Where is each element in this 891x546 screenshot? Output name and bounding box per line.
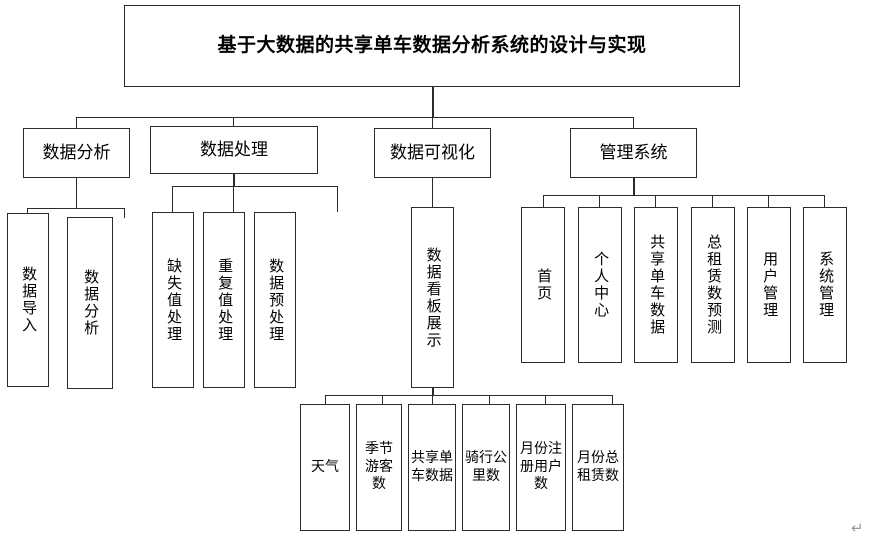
node-label: 天气 <box>311 459 339 475</box>
connector-drop-data-import <box>27 208 28 214</box>
node-label: 数据预处理 <box>267 257 284 343</box>
connector-drop-monthly-register <box>545 395 546 404</box>
paragraph-mark-icon: ↵ <box>851 519 864 537</box>
connector-level2-bus <box>76 117 634 118</box>
node-label: 数据分析 <box>42 142 111 162</box>
connector-drop-management <box>633 117 634 128</box>
node-label: 基于大数据的共享单车数据分析系统的设计与实现 <box>217 34 647 56</box>
node-system-management[interactable]: 系统管理 <box>803 207 847 363</box>
node-label: 月份总租赁数 <box>577 451 619 484</box>
node-data-analysis-leaf[interactable]: 数据分析 <box>67 217 113 389</box>
connector-drop-profile-center <box>599 195 600 207</box>
node-label: 骑行公里数 <box>465 451 507 484</box>
node-data-import[interactable]: 数据导入 <box>7 213 49 387</box>
connector-root-trunk <box>432 87 434 118</box>
node-data-analysis[interactable]: 数据分析 <box>23 128 130 178</box>
connector-drop-visualization <box>432 117 433 128</box>
node-label: 管理系统 <box>599 142 668 162</box>
node-label: 总租赁数预测 <box>705 234 722 336</box>
node-shared-bike-data[interactable]: 共享单车数据 <box>408 404 456 531</box>
connector-dashboard-bus <box>325 395 613 396</box>
node-weather[interactable]: 天气 <box>300 404 350 531</box>
connector-drop-shared-bike-data <box>432 395 433 404</box>
connector-drop-data-analysis-leaf <box>124 208 125 218</box>
node-visualization[interactable]: 数据可视化 <box>374 128 491 178</box>
node-ride-kilometers[interactable]: 骑行公里数 <box>462 404 510 531</box>
node-label: 数据处理 <box>200 139 268 159</box>
node-missing-value-handling[interactable]: 缺失值处理 <box>152 212 194 388</box>
node-data-preprocessing[interactable]: 数据预处理 <box>254 212 296 388</box>
connector-drop-ride-distance <box>489 395 490 404</box>
node-management[interactable]: 管理系统 <box>570 128 697 178</box>
node-label: 个人中心 <box>592 251 609 319</box>
node-label: 缺失值处理 <box>165 257 182 343</box>
node-label: 共享单车数据 <box>411 451 453 484</box>
connector-drop-data-analysis <box>76 117 77 128</box>
connector-drop-home <box>543 195 544 207</box>
node-personal-center[interactable]: 个人中心 <box>578 207 622 363</box>
node-monthly-registered-users[interactable]: 月份注册用户数 <box>516 404 566 531</box>
node-root-title[interactable]: 基于大数据的共享单车数据分析系统的设计与实现 <box>124 5 740 87</box>
connector-data-processing-bus <box>172 186 338 187</box>
node-duplicate-value-handling[interactable]: 重复值处理 <box>203 212 245 388</box>
connector-drop-season-visitors <box>382 395 383 404</box>
node-total-rental-forecast[interactable]: 总租赁数预测 <box>691 207 735 363</box>
connector-drop-user-management <box>768 195 769 207</box>
node-label: 数据分析 <box>82 269 99 337</box>
connector-drop-missing-value <box>172 186 173 212</box>
connector-drop-system-management <box>824 195 825 207</box>
connector-data-analysis-trunk <box>76 178 77 209</box>
node-label: 系统管理 <box>817 251 834 319</box>
connector-drop-duplicate-value <box>233 186 234 212</box>
node-label: 数据看板展示 <box>424 246 441 349</box>
connector-drop-data-preprocess <box>337 186 338 212</box>
node-label: 重复值处理 <box>216 257 233 343</box>
node-dashboard-display[interactable]: 数据看板展示 <box>411 207 454 388</box>
connector-dashboard-trunk <box>432 388 434 396</box>
node-monthly-total-rentals[interactable]: 月份总租赁数 <box>572 404 624 531</box>
connector-data-analysis-bus <box>27 208 125 209</box>
node-label: 季节游客数 <box>365 442 393 493</box>
node-home-page[interactable]: 首页 <box>521 207 565 363</box>
node-label: 月份注册用户数 <box>520 442 562 493</box>
connector-drop-weather <box>325 395 326 404</box>
node-data-processing[interactable]: 数据处理 <box>150 126 318 174</box>
node-label: 用户管理 <box>761 251 778 319</box>
connector-visualization-trunk <box>432 178 433 208</box>
node-label: 数据导入 <box>20 266 37 334</box>
connector-drop-monthly-rental <box>612 395 613 404</box>
node-shared-bike-data-mgmt[interactable]: 共享单车数据 <box>634 207 678 363</box>
node-label: 数据可视化 <box>390 142 475 162</box>
node-label: 共享单车数据 <box>648 234 665 336</box>
connector-management-bus <box>543 195 825 196</box>
connector-data-processing-trunk <box>233 174 235 187</box>
node-user-management[interactable]: 用户管理 <box>747 207 791 363</box>
connector-management-trunk <box>633 178 635 196</box>
node-season-visitor-count[interactable]: 季节游客数 <box>356 404 402 531</box>
node-label: 首页 <box>535 268 552 302</box>
connector-drop-bike-data-mgmt <box>655 195 656 207</box>
connector-drop-rental-forecast <box>712 195 713 207</box>
connector-drop-data-processing <box>233 117 234 128</box>
